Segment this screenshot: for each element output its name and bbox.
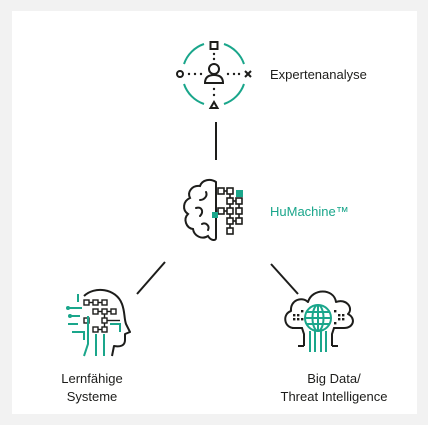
brain-circuit-icon [183, 178, 243, 242]
node-label-right-line1: Big Data/ [307, 371, 361, 386]
node-label-humachine-text: HuMachine™ [270, 204, 349, 219]
connector-center-right [270, 263, 299, 295]
cloud-globe-icon [284, 290, 354, 352]
head-circuit-icon [66, 288, 131, 357]
node-label-right-line2: Threat Intelligence [280, 389, 388, 404]
node-label-expertenanalyse: Expertenanalyse [270, 66, 367, 84]
connector-center-left [136, 261, 166, 295]
expert-analysis-icon [176, 41, 252, 109]
node-label-humachine: HuMachine™ [270, 203, 349, 221]
node-label-lernfaehige-systeme: Lernfähige Systeme [32, 370, 152, 406]
node-label-expertenanalyse-text: Expertenanalyse [270, 67, 367, 82]
node-label-left-line1: Lernfähige [61, 371, 123, 386]
node-label-left-line2: Systeme [66, 389, 118, 404]
node-label-big-data: Big Data/ Threat Intelligence [254, 370, 414, 406]
